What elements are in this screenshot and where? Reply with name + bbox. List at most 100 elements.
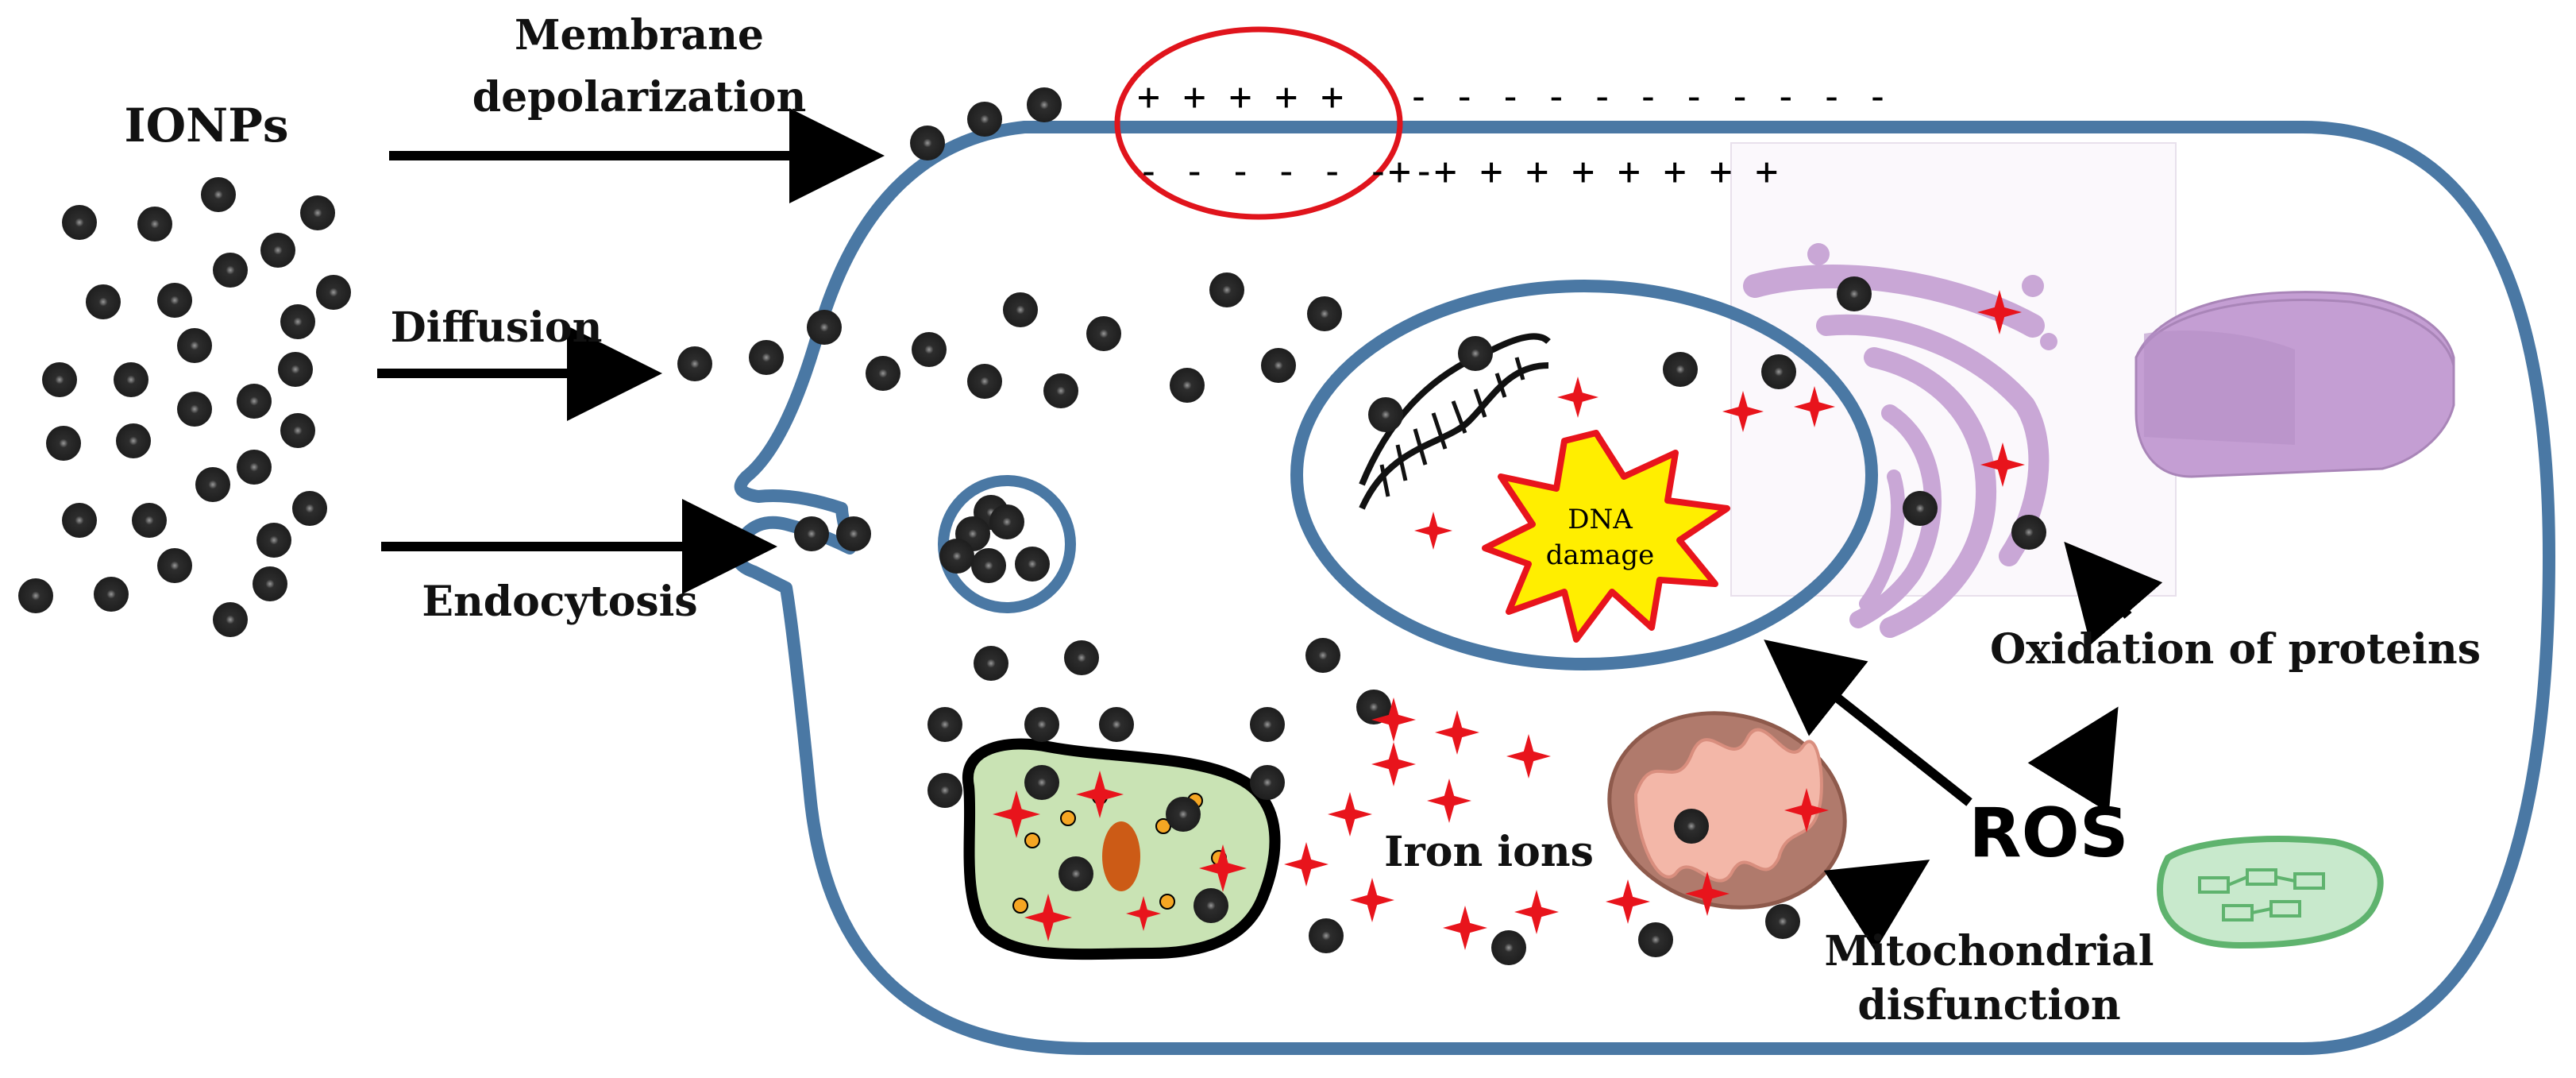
nanoparticle: [1368, 397, 1403, 432]
charge-inner-negative: - - - - - - -: [1137, 149, 1436, 194]
ros-star-icon: [1024, 894, 1072, 941]
nanoparticles: [18, 87, 2046, 965]
cell-membrane: [730, 121, 2555, 1055]
ros-star-icon: [1371, 742, 1416, 786]
chloroplast-icon: [2156, 836, 2384, 949]
nanoparticle: [1166, 797, 1201, 832]
nanoparticle: [912, 332, 947, 367]
nanoparticle: [195, 467, 230, 502]
nanoparticle: [836, 516, 871, 551]
nanoparticle: [1250, 707, 1285, 742]
nanoparticle: [866, 356, 900, 391]
ros-star-icon: [1199, 844, 1247, 892]
nanoparticle: [1837, 276, 1872, 311]
ros-star-icon: [1414, 512, 1452, 550]
mitochondrial-disfunction-label-line2: disfunction: [1857, 981, 2120, 1030]
nanoparticle: [1903, 491, 1938, 526]
nanoparticle: [1194, 888, 1228, 923]
dna-damage-label-line2: damage: [1546, 539, 1654, 571]
nanoparticle: [253, 566, 287, 601]
charge-outer-positive: + + + + +: [1137, 75, 1344, 119]
nanoparticle: [1043, 373, 1078, 408]
nanoparticle: [1003, 292, 1038, 327]
nanoparticle: [1015, 547, 1050, 582]
nanoparticle: [201, 177, 236, 212]
ros-star-icon: [1427, 779, 1471, 823]
ros-star-icon: [1606, 879, 1650, 924]
ros-star-icon: [1284, 842, 1328, 887]
endocytosis-label: Endocytosis: [422, 578, 697, 626]
nanoparticle: [989, 504, 1024, 539]
ros-star-icon: [1371, 697, 1416, 742]
ros-star-icon: [1350, 878, 1394, 922]
nanoparticle: [157, 548, 192, 583]
ros-star-icon: [1435, 710, 1479, 755]
nanoparticle: [1024, 765, 1059, 800]
nanoparticle: [807, 310, 842, 345]
nanoparticle: [213, 602, 248, 637]
ros-star-icon: [1794, 386, 1835, 427]
nanoparticle: [1099, 707, 1134, 742]
nanoparticle: [974, 646, 1008, 681]
arrow-oxidation-to-er: [2064, 541, 2163, 645]
nanoparticle: [1209, 272, 1244, 307]
ros-star-icon: [1506, 734, 1551, 779]
nanoparticle: [316, 275, 351, 310]
nucleus: [1290, 280, 1878, 670]
ros-star-icon: [993, 790, 1040, 838]
nanoparticle: [18, 578, 53, 613]
nanoparticle: [1170, 368, 1205, 403]
mitochondrion-icon: [1607, 711, 1847, 910]
nanoparticle: [927, 707, 962, 742]
nanoparticle: [1027, 87, 1062, 122]
nanoparticle: [94, 577, 129, 612]
ros-star-icon: [1328, 792, 1372, 837]
ros-star-icon: [1977, 290, 2022, 334]
nanoparticle: [1059, 856, 1093, 891]
nanoparticle: [256, 523, 291, 558]
nanoparticle: [967, 364, 1002, 399]
iron-ions-label: Iron ions: [1384, 828, 1594, 876]
nanoparticle: [114, 362, 148, 397]
nanoparticle: [1086, 316, 1121, 351]
nanoparticle: [971, 548, 1006, 583]
nanoparticle: [1356, 690, 1391, 724]
nanoparticle: [1458, 336, 1493, 371]
nanoparticle: [42, 362, 77, 397]
nanoparticle: [62, 205, 97, 240]
nanoparticle: [1064, 640, 1099, 675]
nanoparticle: [132, 503, 167, 538]
nanoparticle: [749, 340, 784, 375]
dna-damage-burst-icon: [1482, 430, 1730, 643]
arrows: [377, 108, 2163, 952]
nanoparticle: [677, 346, 712, 381]
nanoparticle: [927, 773, 962, 808]
arrow-mitochondria-to-ros: [1823, 860, 1930, 952]
nanoparticle: [137, 207, 172, 241]
nanoparticle: [177, 328, 212, 363]
nanoparticle: [237, 384, 272, 419]
diffusion-label: Diffusion: [391, 303, 603, 352]
nanoparticle: [177, 392, 212, 427]
depolarization-highlight-circle: [1114, 26, 1403, 220]
ros-label: ROS: [1969, 794, 2128, 873]
nanoparticle: [2011, 515, 2046, 550]
nanoparticle: [213, 253, 248, 288]
nanoparticle: [1674, 809, 1709, 844]
nanoparticle: [62, 503, 97, 538]
ros-star-icon: [1784, 788, 1829, 833]
ros-star-icon: [1514, 890, 1559, 934]
oxidation-of-proteins-label: Oxidation of proteins: [1990, 625, 2481, 674]
ros-star-icon: [1980, 442, 2025, 487]
dna-damage-label-line1: DNA: [1568, 504, 1633, 535]
arrow-ros-to-dna: [1764, 639, 1972, 806]
nanoparticle: [292, 491, 327, 526]
nanoparticle: [1305, 638, 1340, 673]
ros-star-icon: [1685, 871, 1730, 916]
nanoparticle: [1491, 930, 1526, 965]
nanoparticle: [116, 423, 151, 458]
nanoparticle: [794, 516, 829, 551]
ros-star-icon: [1076, 771, 1124, 818]
er-vesicles: [1807, 243, 2057, 350]
